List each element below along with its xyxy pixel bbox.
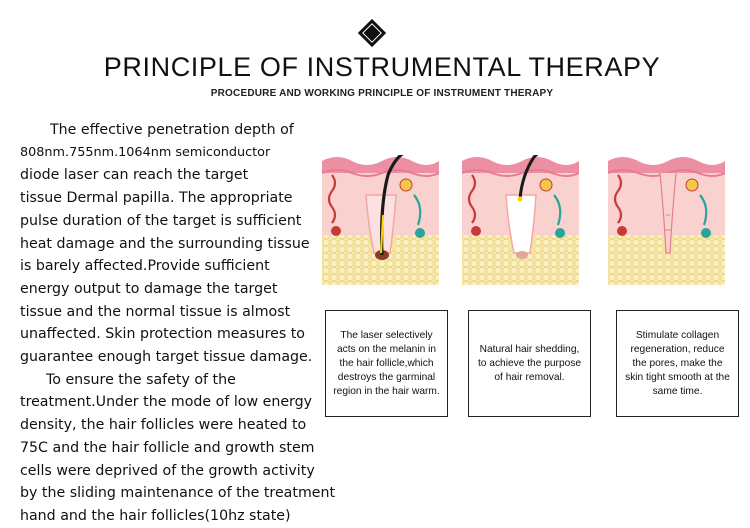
page-subtitle: PROCEDURE AND WORKING PRINCIPLE OF INSTR… — [210, 88, 554, 99]
text-line: is barely affected.Provide sufficient — [20, 258, 270, 275]
text-line: cells were deprived of the growth activi… — [20, 462, 315, 479]
caption-hair-shedding: Natural hair shedding, to achieve the pu… — [468, 310, 591, 417]
diamond-ornament-icon — [357, 18, 387, 48]
text-line: unaffected. Skin protection measures to — [20, 326, 305, 343]
text-line: by the sliding maintenance of the treatm… — [20, 485, 336, 502]
caption-collagen: Stimulate collagen regeneration, reduce … — [616, 310, 739, 417]
text-line: pulse duration of the target is sufficie… — [20, 212, 302, 229]
text-line: density, the hair follicles were heated … — [20, 417, 307, 434]
text-line: energy output to damage the target — [20, 280, 278, 297]
text-line: diode laser can reach the target — [20, 167, 249, 184]
illustration-hair-shedding — [462, 155, 579, 285]
principle-description: The effective penetration depth of 808nm… — [20, 119, 350, 528]
text-line: 808nm.755nm.1064nm semiconductor — [20, 144, 271, 160]
text-line: treatment.Under the mode of low energy — [20, 394, 313, 411]
text-line: 75C and the hair follicle and growth ste… — [20, 439, 315, 456]
illustration-collagen-regeneration — [608, 155, 725, 285]
text-line: To ensure the safety of the — [46, 371, 236, 388]
illustration-laser-heating — [322, 155, 439, 285]
text-line: hand and the hair follicles(10hz state) — [20, 507, 291, 524]
text-line: guarantee enough target tissue damage. — [20, 349, 313, 366]
text-line: tissue and the normal tissue is almost — [20, 303, 291, 320]
text-line: The effective penetration depth of — [50, 122, 294, 138]
text-line: tissue Dermal papilla. The appropriate — [20, 190, 293, 207]
caption-laser-action: The laser selectively acts on the melani… — [325, 310, 448, 417]
text-line: heat damage and the surrounding tissue — [20, 235, 310, 252]
page-title: PRINCIPLE OF INSTRUMENTAL THERAPY — [103, 52, 661, 82]
